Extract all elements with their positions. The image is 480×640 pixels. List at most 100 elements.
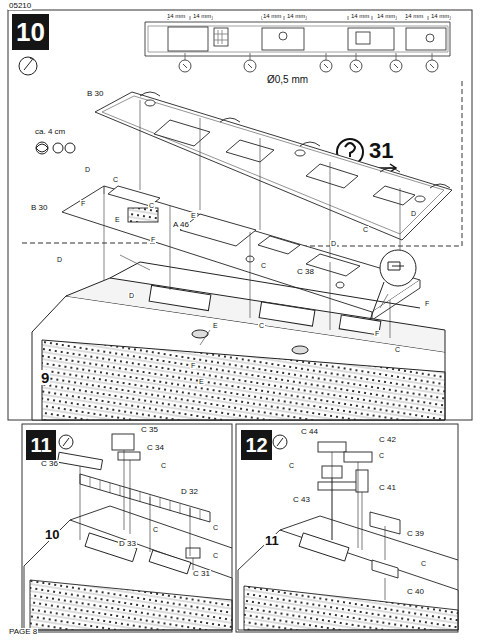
leader-lines: [104, 100, 400, 345]
glue-icons: [24, 58, 34, 70]
part-label: F: [424, 300, 430, 307]
leader-lines: [104, 194, 390, 338]
part-label: C: [112, 176, 119, 183]
upper-deck: [140, 92, 450, 188]
part-label: D 33: [118, 540, 137, 548]
middle-deck: [104, 186, 420, 320]
upper-deck: [102, 96, 444, 234]
step-11-art: [112, 434, 134, 450]
boundary-dashed: [22, 80, 462, 246]
part-label: 14 mm: [192, 13, 212, 19]
part-label: C 31: [192, 570, 211, 578]
glue-icons: [36, 142, 48, 154]
glue-icons: [277, 438, 283, 446]
hull: [259, 302, 315, 326]
part-label: 14 mm: [262, 13, 282, 19]
step-number: 11: [26, 430, 56, 460]
part-label: C: [148, 202, 155, 209]
part-label: F: [150, 236, 156, 243]
hull: [192, 330, 308, 354]
deck-plan-inset: [185, 53, 432, 60]
detail-circle: [380, 250, 416, 286]
step-11-art: [149, 550, 191, 574]
part-label: C: [378, 452, 385, 459]
step-12-art: [244, 586, 458, 630]
part-label: D: [128, 292, 135, 299]
detail-circle: [370, 250, 416, 320]
middle-deck: [128, 208, 158, 222]
part-label: D 32: [180, 488, 199, 496]
part-label: C 44: [300, 428, 319, 436]
deck-plan-inset: [262, 28, 304, 50]
upper-deck: [95, 92, 452, 240]
part-label: C: [260, 262, 267, 269]
part-label: 14 mm: [286, 13, 306, 19]
panel-frame: [22, 424, 232, 632]
step-number-text: 11: [30, 435, 51, 455]
question-symbol: [345, 143, 355, 157]
part-label: C: [152, 526, 159, 533]
glue-icons: [36, 144, 48, 152]
part-label: E: [190, 212, 197, 219]
part-label: B 30: [86, 90, 104, 98]
step-number: 10: [12, 14, 49, 50]
hull: [32, 262, 445, 420]
part-label: D: [410, 210, 417, 217]
part-label: C: [212, 524, 219, 531]
upper-deck: [95, 92, 452, 240]
part-label: PAGE 8: [8, 628, 38, 636]
callout-number: 31: [368, 140, 394, 162]
deck-plan-inset: [168, 27, 208, 51]
step-11-art: [80, 474, 210, 522]
glue-icons: [59, 435, 73, 449]
deck-plan-inset: [145, 22, 450, 56]
part-label: D: [330, 240, 337, 247]
part-label: C 40: [406, 588, 425, 596]
hull: [149, 285, 211, 310]
upper-deck: [306, 164, 358, 188]
glue-icons: [63, 438, 69, 446]
part-label: ca. 4 cm: [34, 128, 66, 136]
upper-deck: [226, 140, 274, 162]
part-label: A 46: [172, 221, 190, 229]
deck-plan-inset: [279, 32, 287, 40]
callout-number: 9: [40, 370, 50, 385]
upper-deck: [145, 100, 425, 202]
part-label: E: [212, 322, 219, 329]
panel-frame: [8, 10, 472, 632]
glue-icons: [53, 143, 63, 153]
deck-plan-inset: [214, 30, 228, 44]
step-11-art: [30, 580, 232, 630]
part-label: 14 mm: [430, 13, 450, 19]
deck-plan-inset: [145, 16, 450, 72]
step-12-art: [344, 452, 372, 462]
glue-icons: [273, 435, 287, 449]
part-label: C: [258, 322, 265, 329]
deck-plan-inset: [183, 64, 434, 68]
part-label: C: [288, 462, 295, 469]
callout-number: 10: [44, 528, 60, 541]
part-label: C 43: [292, 496, 311, 504]
deck-plan-inset: [148, 26, 448, 52]
part-label: Ø0,5 mm: [266, 75, 309, 85]
part-label: C 36: [40, 460, 59, 468]
glue-icons: [19, 57, 37, 75]
step-11-art: [24, 434, 232, 630]
middle-deck: [258, 236, 300, 254]
detail-circle: [388, 262, 404, 270]
step-11-art: [80, 450, 193, 575]
step-11-art: [90, 477, 200, 520]
step-12-art: [332, 452, 385, 600]
callout-number: 11: [264, 534, 280, 547]
detail-circle: [370, 282, 384, 320]
step-11-art: [186, 548, 200, 558]
step-number-text: 10: [16, 19, 45, 45]
step-11-art: [118, 452, 140, 460]
leader-lines: [140, 100, 400, 285]
part-label: C 38: [296, 268, 315, 276]
part-label: E: [198, 378, 205, 385]
hull: [42, 340, 445, 420]
part-label: C 39: [406, 530, 425, 538]
step-12-art: [299, 533, 349, 561]
